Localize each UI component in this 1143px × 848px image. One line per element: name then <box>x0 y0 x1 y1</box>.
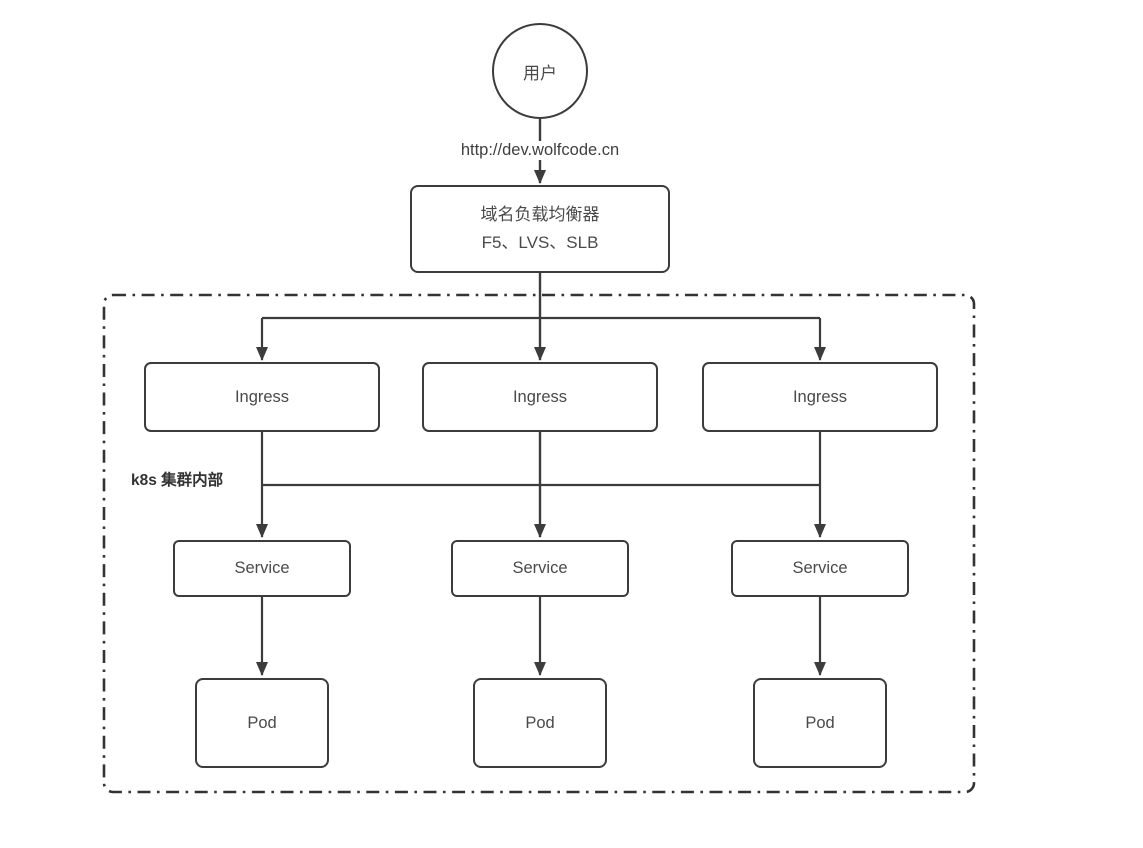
url-label: http://dev.wolfcode.cn <box>456 141 624 160</box>
load-balancer-node: 域名负载均衡器 F5、LVS、SLB <box>410 185 670 273</box>
ingress-node-2: Ingress <box>422 362 658 432</box>
user-node-label: 用户 <box>523 63 557 83</box>
pod-node-3: Pod <box>753 678 887 768</box>
service-node-3: Service <box>731 540 909 597</box>
service-node-label: Service <box>512 559 568 577</box>
service-node-label: Service <box>234 559 290 577</box>
pod-node-label: Pod <box>525 713 555 732</box>
load-balancer-products: F5、LVS、SLB <box>481 233 599 252</box>
cluster-label: k8s 集群内部 <box>131 472 224 489</box>
ingress-node-label: Ingress <box>792 387 848 406</box>
pod-node-2: Pod <box>473 678 607 768</box>
service-node-label: Service <box>792 559 848 577</box>
pod-node-label: Pod <box>805 713 835 732</box>
ingress-node-3: Ingress <box>702 362 938 432</box>
service-node-1: Service <box>173 540 351 597</box>
cluster-boundary <box>102 293 976 794</box>
service-node-2: Service <box>451 540 629 597</box>
pod-node-1: Pod <box>195 678 329 768</box>
pod-node-label: Pod <box>247 713 277 732</box>
ingress-node-label: Ingress <box>512 387 568 406</box>
load-balancer-title: 域名负载均衡器 <box>480 204 600 224</box>
ingress-node-label: Ingress <box>234 387 290 406</box>
user-node: 用户 <box>492 23 588 119</box>
ingress-node-1: Ingress <box>144 362 380 432</box>
